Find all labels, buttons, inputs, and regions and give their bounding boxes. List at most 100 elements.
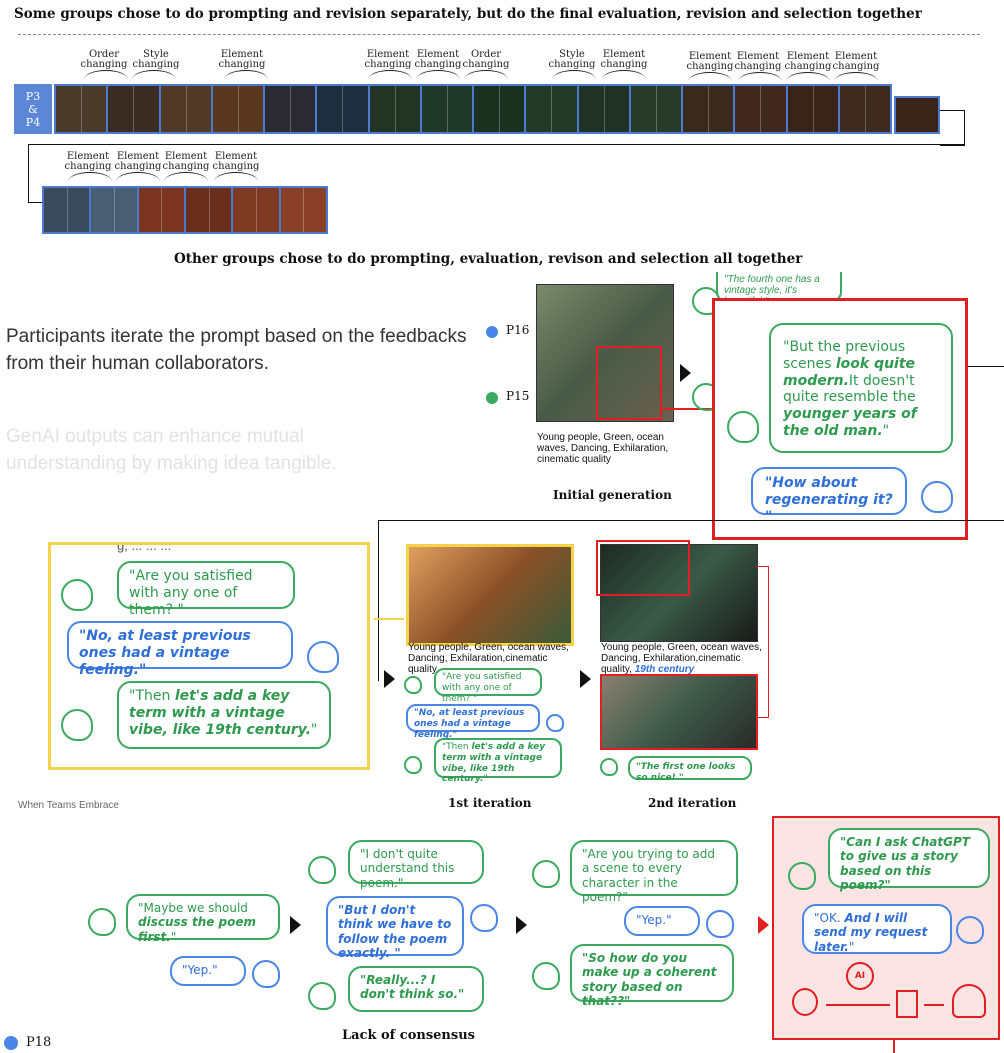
thumb-row2 — [91, 188, 139, 232]
thumb-row1 — [474, 86, 527, 132]
participant-label: P18 — [26, 1035, 52, 1050]
change-arrow — [68, 172, 112, 191]
thumb-row2 — [233, 188, 281, 232]
thumb-row1 — [212, 86, 265, 132]
document-icon — [896, 990, 918, 1018]
consensus-bubble: "Maybe we should discuss the poem first.… — [126, 894, 280, 944]
person-icon — [470, 904, 498, 932]
participant-dot — [486, 326, 498, 338]
change-label: Element changing — [600, 49, 648, 70]
zoom-quote-bubble: "But the previous scenes look quite mode… — [769, 323, 953, 453]
mini-bubble: "The first one looks so nice! " — [628, 756, 752, 783]
zoom-box: "But the previous scenes look quite mode… — [712, 298, 968, 540]
person-icon — [252, 960, 280, 988]
person-icon — [61, 709, 93, 741]
person-icon — [308, 856, 336, 884]
participant-dot — [4, 1036, 18, 1050]
iteration2-prompt: Young people, Green, ocean waves, Dancin… — [601, 642, 762, 675]
person-icon — [404, 756, 422, 774]
point-text: Participants iterate the prompt based on… — [6, 326, 467, 374]
flow-arrow — [384, 670, 395, 688]
iteration2-image-grid — [600, 544, 758, 642]
thumb-row2 — [44, 188, 92, 232]
person-icon — [956, 916, 984, 944]
strip-single-thumb — [894, 96, 940, 134]
change-label: Order changing — [80, 49, 128, 70]
person-icon — [61, 579, 93, 611]
thumb-row1 — [578, 86, 631, 132]
point-text-faded: GenAI outputs can enhance mutual underst… — [6, 426, 337, 474]
change-label: Element changing — [364, 49, 412, 70]
iteration-answer-bubble: "No, at least previous ones had a vintag… — [67, 621, 293, 678]
consensus-bubble: "OK. And I will send my request later." — [802, 904, 952, 954]
change-arrow — [164, 172, 208, 191]
thumb-row1 — [160, 86, 213, 132]
thumb-row1 — [735, 86, 788, 132]
thumb-row1 — [369, 86, 422, 132]
ai-atom-icon: AI — [846, 962, 874, 990]
zoom-reply-bubble: "How about regenerating it? " — [751, 467, 907, 525]
person-icon — [921, 481, 953, 513]
consensus-bubble: "Really...? I don't think so." — [348, 966, 484, 1012]
person-icon — [706, 910, 734, 938]
person-icon — [532, 962, 560, 990]
person-icon — [727, 411, 759, 443]
flow-arrow — [516, 916, 527, 934]
change-label: Element changing — [832, 51, 880, 72]
person-icon — [532, 860, 560, 888]
change-label: Element changing — [686, 51, 734, 72]
initial-prompt: Young people, Green, ocean waves, Dancin… — [537, 432, 669, 465]
flow-line — [924, 1004, 944, 1006]
thumb-row2 — [280, 188, 326, 232]
thumb-row2 — [185, 188, 234, 232]
image-strip-row1 — [54, 84, 892, 134]
consensus-bubble: "So how do you make up a coherent story … — [570, 944, 734, 1008]
flow-arrow — [290, 916, 301, 934]
highlight-box — [596, 346, 662, 420]
person-icon — [788, 862, 816, 890]
change-arrow — [224, 70, 268, 89]
initial-caption: Initial generation — [553, 488, 672, 502]
image-strip-row2 — [42, 186, 328, 234]
participants-badge: P3 & P4 — [14, 84, 52, 134]
change-arrow — [132, 70, 176, 89]
thumb-row1 — [787, 86, 840, 132]
participant-dot — [486, 392, 498, 404]
footer-label: When Teams Embrace — [18, 800, 119, 811]
change-label: Element changing — [212, 151, 260, 172]
iteration1-prompt: Young people, Green, ocean waves, Dancin… — [408, 642, 569, 675]
consensus-bubble: "Yep." — [170, 956, 246, 986]
mini-bubble: "No, at least previous ones had a vintag… — [406, 704, 540, 740]
person-icon — [546, 714, 564, 732]
change-arrow — [84, 70, 128, 89]
change-label: Style changing — [132, 49, 180, 70]
group-icon — [952, 984, 986, 1018]
flow-arrow — [580, 670, 591, 688]
iteration-suggestion-bubble: "Then let's add a key term with a vintag… — [117, 681, 331, 749]
mini-bubble: "Are you satisfied with any one of them?… — [434, 668, 542, 704]
person-icon — [404, 676, 422, 694]
highlight-box — [596, 540, 690, 596]
mini-bubble: "Then let's add a key term with a vintag… — [434, 738, 562, 784]
connector-right — [940, 110, 965, 146]
change-label: Element changing — [162, 151, 210, 172]
connector-tip — [28, 202, 42, 203]
initial-image-grid — [536, 284, 674, 422]
change-label: Element changing — [218, 49, 266, 70]
person-icon — [88, 908, 116, 936]
consensus-bubble: "I don't quite understand this poem." — [348, 840, 484, 890]
change-label: Element changing — [114, 151, 162, 172]
thumb-row1 — [108, 86, 161, 132]
lightbulb-head-icon — [792, 988, 818, 1016]
change-label: Style changing — [548, 49, 596, 70]
change-label: Element changing — [784, 51, 832, 72]
change-label: Element changing — [64, 151, 112, 172]
iteration2-caption: 2nd iteration — [648, 796, 737, 810]
thumb-row1 — [56, 86, 109, 132]
consensus-bubble: "Can I ask ChatGPT to give us a story ba… — [828, 828, 990, 892]
middle-title: Other groups chose to do prompting, eval… — [174, 251, 803, 267]
change-arrow — [464, 70, 508, 89]
person-icon — [600, 758, 618, 776]
connector-down — [378, 520, 1004, 681]
dashed-divider — [18, 34, 980, 35]
